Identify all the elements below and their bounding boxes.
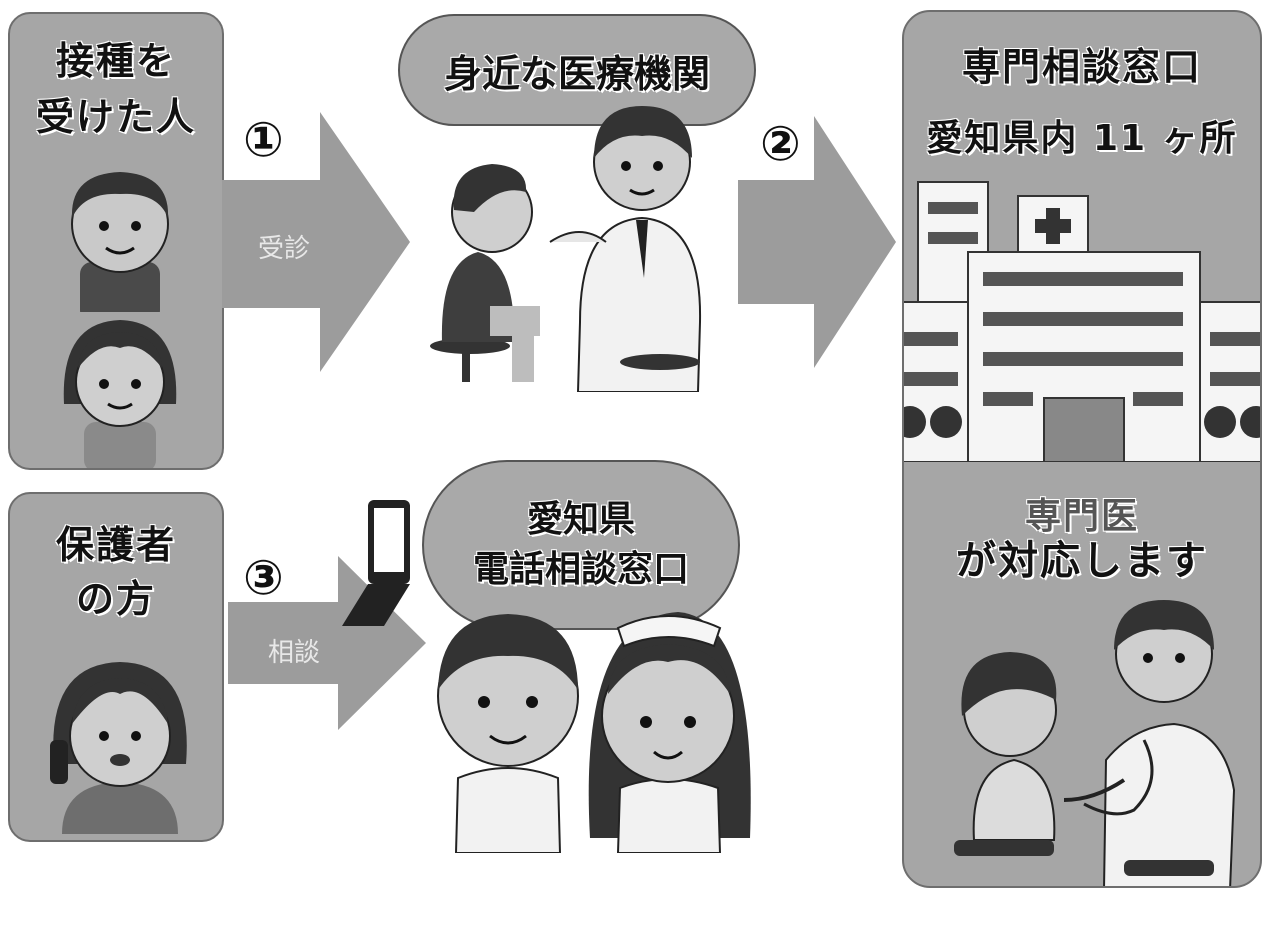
phone-consultation-bubble: 愛知県 電話相談窓口: [422, 460, 740, 630]
phone-bubble-line2: 電話相談窓口: [472, 549, 689, 590]
vaccinated-title-line2: 受けた人: [35, 95, 196, 139]
step-3-number: ③: [243, 550, 284, 606]
specialist-doctor-label: 専門医: [1024, 496, 1139, 537]
guardian-title-line2: の方: [75, 577, 156, 621]
specialist-panel: 専門相談窓口 愛知県内 11 ヶ所 専門医 が対応します: [902, 10, 1262, 888]
clinic-bubble: 身近な医療機関: [398, 14, 756, 126]
arrow-1-label: 受診: [258, 234, 311, 264]
doctor-examining-child-illustration: [954, 600, 1236, 886]
girl-illustration: [63, 320, 177, 468]
clinic-consultation-illustration: [430, 106, 702, 392]
specialist-locations: 愛知県内 11 ヶ所: [926, 118, 1238, 159]
guardian-panel: 保護者 の方: [8, 492, 224, 842]
step-1-number: ①: [243, 112, 284, 168]
phone-staff-illustration: [437, 612, 751, 853]
arrow-3-label: 相談: [268, 638, 321, 668]
phone-bubble-line1: 愛知県: [526, 499, 635, 540]
arrow-2: [738, 116, 896, 368]
arrow-1: [222, 112, 410, 372]
step-2-number: ②: [760, 116, 801, 172]
boy-illustration: [71, 172, 169, 312]
vaccinated-title-line1: 接種を: [55, 39, 176, 83]
mobile-phone-icon: [342, 500, 410, 626]
specialist-response-text: が対応します: [956, 538, 1208, 584]
mother-on-phone-illustration: [50, 662, 187, 834]
guardian-title-line1: 保護者: [55, 523, 176, 567]
vaccinated-panel: 接種を 受けた人: [8, 12, 224, 470]
clinic-bubble-text: 身近な医療機関: [443, 51, 710, 96]
hospital-illustration: [904, 181, 1260, 462]
specialist-title: 専門相談窓口: [961, 45, 1202, 89]
